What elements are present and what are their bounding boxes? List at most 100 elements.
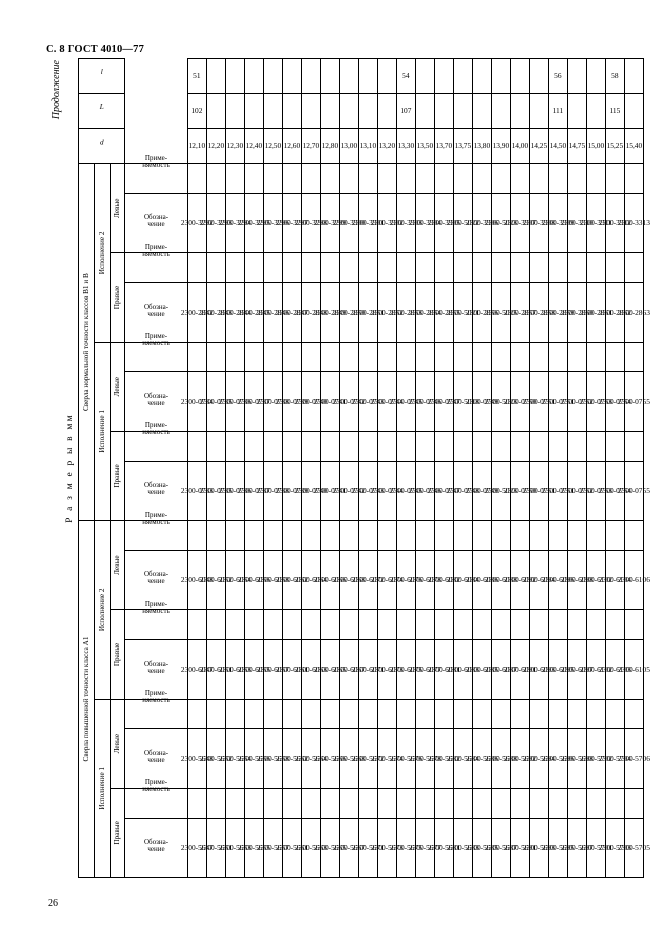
cell-a1_i2_left_app bbox=[453, 520, 472, 551]
cell-a1_i2_right_app bbox=[358, 609, 377, 640]
cell-b_i1_right_app bbox=[187, 431, 206, 462]
cell-b_i1_left_app bbox=[358, 342, 377, 372]
cell-b_i2_left_app bbox=[453, 163, 472, 194]
cell-b_i1_right_app bbox=[206, 431, 225, 462]
cell-b_i2_left_des: 2300-3313 bbox=[617, 193, 650, 253]
cell-l bbox=[434, 58, 453, 94]
header-b_i1_left_app: Приме-няемость bbox=[124, 332, 187, 372]
rotated-table-stage: Продолжение Р а з м е р ы в мм Сверла по… bbox=[51, 58, 650, 878]
cell-b_i1_right_app bbox=[453, 431, 472, 462]
cell-a1_i2_right_app bbox=[263, 609, 282, 640]
cell-b_i1_left_app bbox=[529, 342, 548, 372]
cell-L bbox=[225, 93, 244, 129]
cell-a1_i2_left_app bbox=[339, 520, 358, 551]
cell-b_i2_right_des: 2300-2863 bbox=[617, 282, 650, 343]
header-row-ispolnenie: Исполнение 1 Исполнение 2 Исполнение 1 И… bbox=[94, 59, 110, 878]
header-a1-ispolnenie-2: Исполнение 2 bbox=[94, 520, 110, 700]
cell-a1_i2_right_app bbox=[206, 609, 225, 640]
cell-L bbox=[453, 93, 472, 129]
cell-a1_i1_right_app bbox=[472, 788, 491, 819]
cell-b_i2_left_app bbox=[358, 163, 377, 194]
cell-b_i2_left_app bbox=[320, 163, 339, 194]
cell-b_i1_left_app bbox=[339, 342, 358, 372]
cell-b_i1_left_app bbox=[586, 342, 605, 372]
cell-b_i2_right_app bbox=[510, 252, 529, 283]
header-b-i1-right: Правые bbox=[110, 431, 124, 521]
cell-a1_i1_right_app bbox=[567, 788, 586, 819]
cell-b_i2_left_app bbox=[548, 163, 567, 194]
cell-l bbox=[358, 58, 377, 94]
cell-b_i2_right_app bbox=[206, 252, 225, 283]
cell-L bbox=[244, 93, 263, 129]
cell-a1_i2_right_app bbox=[605, 609, 624, 640]
cell-b_i2_right_app bbox=[377, 252, 396, 283]
cell-b_i1_right_app bbox=[377, 431, 396, 462]
cell-l bbox=[263, 58, 282, 94]
cell-a1_i2_right_app bbox=[415, 609, 434, 640]
cell-b_i2_right_app bbox=[225, 252, 244, 283]
cell-b_i2_right_app bbox=[453, 252, 472, 283]
cell-L bbox=[339, 93, 358, 129]
header-b_i2_left_app: Приме-няемость bbox=[124, 154, 187, 194]
cell-l bbox=[472, 58, 491, 94]
cell-b_i2_left_app bbox=[624, 163, 643, 194]
cell-b_i1_left_des: 2300-0755 bbox=[617, 371, 650, 432]
cell-b_i2_right_app bbox=[548, 252, 567, 283]
cell-a1_i1_right_app bbox=[529, 788, 548, 819]
cell-b_i2_right_app bbox=[263, 252, 282, 283]
cell-a1_i2_right_app bbox=[339, 609, 358, 640]
cell-L bbox=[510, 93, 529, 129]
cell-a1_i1_left_app bbox=[586, 699, 605, 729]
cell-b_i2_left_app bbox=[263, 163, 282, 194]
cell-a1_i2_left_app bbox=[263, 520, 282, 551]
header-b_i1_right_app: Приме-няемость bbox=[124, 422, 187, 462]
cell-a1_i1_left_app bbox=[396, 699, 415, 729]
header-a1-i1-left: Левые bbox=[110, 699, 124, 789]
cell-b_i2_right_app bbox=[358, 252, 377, 283]
cell-b_i2_left_app bbox=[244, 163, 263, 194]
cell-a1_i1_right_app bbox=[510, 788, 529, 819]
cell-b_i1_right_app bbox=[396, 431, 415, 462]
cell-b_i2_right_app bbox=[491, 252, 510, 283]
cell-a1_i2_left_app bbox=[396, 520, 415, 551]
header-b-ispolnenie-2: Исполнение 2 bbox=[94, 163, 110, 343]
cell-l bbox=[244, 58, 263, 94]
cell-a1_i2_left_app bbox=[529, 520, 548, 551]
cell-L bbox=[434, 93, 453, 129]
cell-a1_i2_right_app bbox=[510, 609, 529, 640]
header-a1_i2_left_app: Приме-няемость bbox=[124, 511, 187, 551]
cell-l: 54 bbox=[396, 58, 415, 94]
cell-a1_i2_left_app bbox=[358, 520, 377, 551]
cell-b_i1_left_app bbox=[301, 342, 320, 372]
cell-L bbox=[472, 93, 491, 129]
cell-a1_i1_left_app bbox=[206, 699, 225, 729]
cell-a1_i1_right_app bbox=[358, 788, 377, 819]
cell-b_i1_right_app bbox=[434, 431, 453, 462]
cell-a1_i2_left_app bbox=[434, 520, 453, 551]
cell-b_i1_left_app bbox=[244, 342, 263, 372]
cell-b_i2_left_app bbox=[491, 163, 510, 194]
cell-l bbox=[453, 58, 472, 94]
cell-b_i2_right_app bbox=[586, 252, 605, 283]
cell-L: 115 bbox=[605, 93, 624, 129]
header-a1_i2_right_app: Приме-няемость bbox=[124, 600, 187, 640]
cell-b_i1_left_app bbox=[225, 342, 244, 372]
cell-a1_i1_right_app bbox=[605, 788, 624, 819]
cell-a1_i1_left_app bbox=[453, 699, 472, 729]
cell-a1_i2_left_app bbox=[586, 520, 605, 551]
cell-a1_i1_left_app bbox=[491, 699, 510, 729]
header-a1-i2-right: Правые bbox=[110, 609, 124, 700]
cell-a1_i1_right_app bbox=[263, 788, 282, 819]
cell-b_i2_left_app bbox=[282, 163, 301, 194]
cell-l: 58 bbox=[605, 58, 624, 94]
cell-b_i2_right_app bbox=[624, 252, 643, 283]
cell-a1_i2_right_app bbox=[548, 609, 567, 640]
cell-a1_i2_left_app bbox=[377, 520, 396, 551]
cell-a1_i2_right_app bbox=[529, 609, 548, 640]
cell-b_i1_right_des: 2300-0755 bbox=[617, 461, 650, 521]
cell-b_i2_left_app bbox=[567, 163, 586, 194]
cell-b_i1_left_app bbox=[567, 342, 586, 372]
header-a1-ispolnenie-1: Исполнение 1 bbox=[94, 699, 110, 878]
cell-a1_i1_left_app bbox=[434, 699, 453, 729]
